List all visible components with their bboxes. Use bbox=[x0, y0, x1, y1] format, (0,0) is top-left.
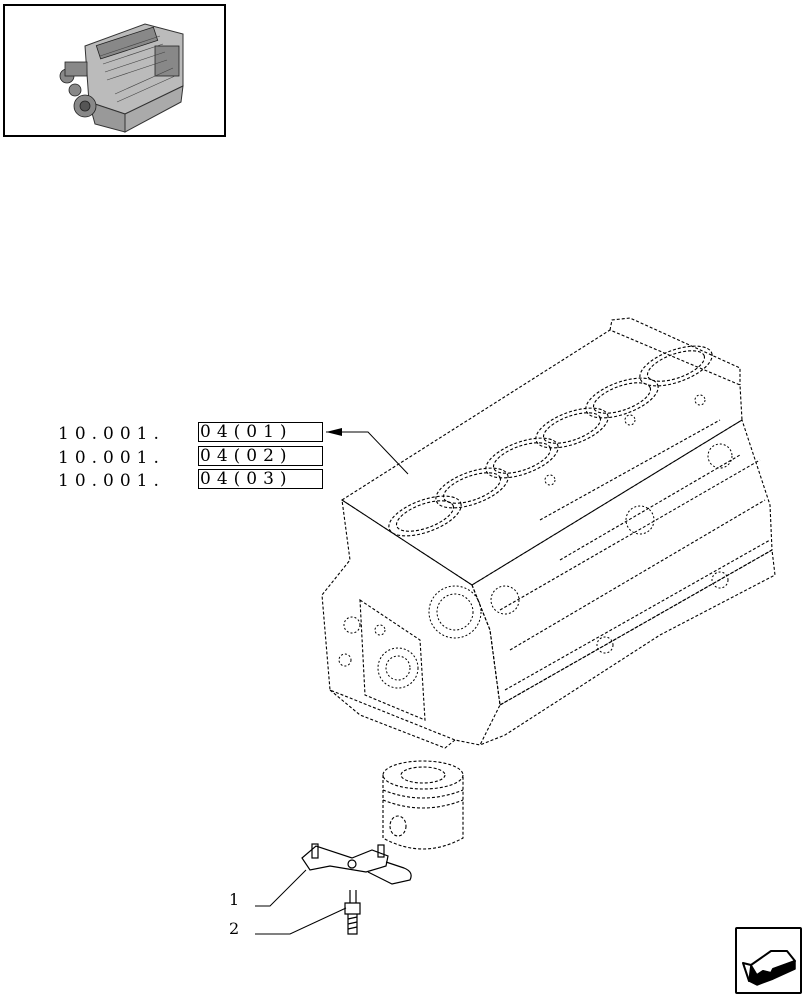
cooling-nozzle bbox=[301, 843, 412, 885]
arrow-back-icon bbox=[742, 950, 796, 986]
reference-link-2[interactable]: 04(02) bbox=[198, 446, 323, 466]
reference-arrowhead bbox=[326, 428, 342, 436]
piston bbox=[382, 760, 464, 850]
reference-leader bbox=[326, 431, 409, 475]
engine-block bbox=[321, 317, 776, 749]
reference-row-3: 10.001. bbox=[58, 470, 165, 492]
reference-prefix: 10.001. bbox=[58, 424, 165, 444]
reference-row-2: 10.001. bbox=[58, 447, 165, 469]
reference-link-3[interactable]: 04(03) bbox=[198, 469, 323, 489]
callout-1: 1 bbox=[229, 890, 240, 909]
reference-link-1[interactable]: 04(01) bbox=[198, 422, 323, 442]
reference-row-1: 10.001. bbox=[58, 423, 165, 445]
reference-prefix: 10.001. bbox=[58, 471, 165, 491]
callout-2: 2 bbox=[229, 919, 240, 938]
reference-prefix: 10.001. bbox=[58, 448, 165, 468]
block-details bbox=[338, 394, 733, 689]
cylinder-bores bbox=[388, 345, 713, 537]
bolt bbox=[344, 890, 361, 935]
callout-leaders bbox=[255, 869, 347, 935]
back-navigation-button[interactable] bbox=[735, 927, 802, 994]
engine-thumbnail-icon bbox=[59, 23, 184, 133]
engine-thumbnail[interactable] bbox=[3, 4, 226, 137]
